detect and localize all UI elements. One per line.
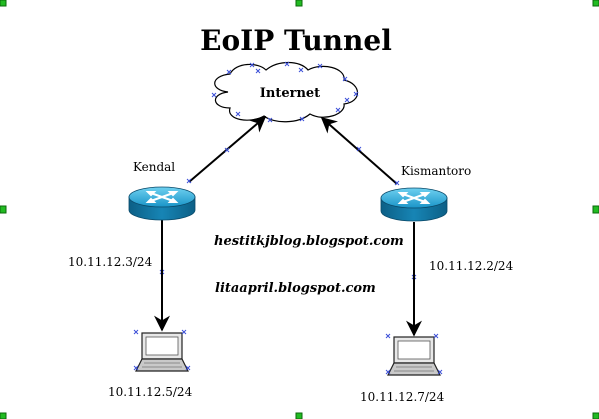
laptop-markers	[133, 329, 443, 375]
blog-link-2[interactable]: litaapril.blogspot.com	[215, 281, 376, 296]
laptop-icon[interactable]	[135, 332, 189, 372]
laptop-icon[interactable]	[387, 336, 441, 376]
router-label-kismantoro: Kismantoro	[401, 164, 471, 178]
laptop-ip-right: 10.11.12.7/24	[360, 390, 445, 404]
selection-handle[interactable]	[592, 205, 599, 214]
selection-handle[interactable]	[295, 0, 303, 7]
cloud-label: Internet	[260, 86, 320, 101]
router-ip-kismantoro: 10.11.12.2/24	[429, 259, 514, 273]
router-ip-kendal: 10.11.12.3/24	[68, 255, 153, 269]
cloud-boundary-markers	[211, 61, 359, 123]
laptop-ip-left: 10.11.12.5/24	[108, 385, 193, 399]
diagram-title: EoIP Tunnel	[200, 24, 392, 57]
router-icon[interactable]	[380, 187, 448, 222]
selection-handle[interactable]	[592, 412, 599, 419]
blog-link-1[interactable]: hestitkjblog.blogspot.com	[214, 234, 404, 249]
selection-handle[interactable]	[592, 0, 599, 7]
selection-handle[interactable]	[0, 0, 7, 7]
link-kismantoro-internet	[320, 116, 398, 185]
selection-handle[interactable]	[0, 205, 7, 214]
selection-handle[interactable]	[0, 412, 7, 419]
selection-handle[interactable]	[295, 412, 303, 419]
router-label-kendal: Kendal	[133, 160, 175, 174]
router-icon[interactable]	[128, 186, 196, 221]
